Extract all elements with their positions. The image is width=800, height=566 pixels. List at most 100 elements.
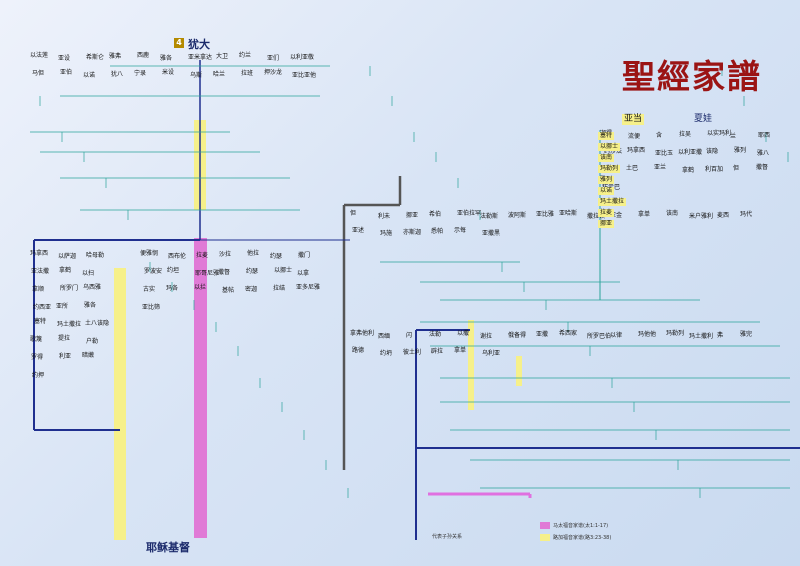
person-node: 以萨迦 (58, 253, 77, 260)
person-node: 利百加 (705, 166, 724, 173)
person-node: 暗嫩 (82, 352, 95, 359)
judah-name: 犹大 (188, 38, 210, 51)
person-node: 亚哈斯 (559, 210, 578, 217)
person-node: 以撒 (457, 330, 470, 337)
person-node: 希西家 (559, 330, 578, 337)
person-node: 撒门 (298, 252, 311, 259)
person-node: 但 (733, 165, 740, 172)
person-node: 弗 (717, 332, 724, 339)
person-node: 闪 (406, 332, 413, 339)
person-node: 含 (656, 132, 663, 139)
person-node: 玛勒列 (666, 330, 685, 337)
person-node: 拿单 (454, 347, 467, 354)
person-node: 耶哥尼雅 (195, 270, 220, 277)
legend-note: 代表子孙关系 (432, 534, 463, 540)
person-node: 乌斯 (190, 72, 203, 79)
eve-name: 夏娃 (694, 114, 713, 124)
person-node: 他拉 (247, 250, 260, 257)
person-node: 密迦 (245, 286, 258, 293)
person-node: 兰 (730, 133, 737, 140)
person-node: 哈母勒 (86, 252, 105, 259)
person-node: 玛他他 (638, 331, 657, 338)
person-node: 米设 (162, 69, 175, 76)
person-node: 但 (350, 210, 357, 217)
lineage-band (468, 320, 474, 410)
page-title: 聖經家譜 (622, 57, 762, 96)
person-node: 所罗巴伯 (587, 333, 612, 340)
generation-badge: 4 (174, 38, 184, 48)
person-node: 乌西雅 (83, 284, 102, 291)
person-node: 约沙法 (604, 148, 623, 155)
person-node: 亚伯拉罕 (457, 210, 482, 217)
person-node: 拉吴 (679, 131, 692, 138)
person-node: 犹八 (111, 71, 124, 78)
person-node: 拿鹤 (682, 167, 695, 174)
person-node: 便雅悯 (140, 250, 159, 257)
person-node: 以诺 (83, 72, 96, 79)
person-node: 该南 (666, 210, 679, 217)
person-node: 玛各 (166, 285, 179, 292)
seth-line-ancestor: 挪亚 (598, 220, 615, 228)
person-node: 亚撒 (536, 331, 549, 338)
person-node: 罗得 (31, 354, 44, 361)
person-node: 以挪士 (274, 267, 293, 274)
person-node: 古实 (143, 286, 156, 293)
seth-line-ancestor: 拉麦 (598, 209, 615, 217)
person-node: 亦斯迦 (403, 229, 422, 236)
person-node: 悉帕 (431, 228, 444, 235)
person-node: 波阿斯 (508, 212, 527, 219)
person-node: 基帖 (222, 287, 235, 294)
person-node: 亚比筛 (142, 304, 161, 311)
person-node: 以利亚敬 (290, 54, 315, 61)
person-node: 示每 (454, 227, 467, 234)
seth-line-ancestor: 雅列 (598, 176, 615, 184)
legend-swatch-luke (540, 534, 550, 541)
person-node: 玛土撒利 (689, 333, 714, 340)
person-node: 玛代 (740, 211, 753, 218)
person-node: 以利亚撒 (678, 149, 703, 156)
seth-line-ancestor: 该南 (598, 154, 615, 162)
person-node: 哈兰 (213, 71, 226, 78)
person-node: 流便 (628, 133, 641, 140)
person-node: 亚比雅 (536, 211, 555, 218)
person-node: 雅弗 (109, 53, 122, 60)
person-node: 沙拉 (219, 251, 232, 258)
person-node: 拉结 (273, 285, 286, 292)
person-node: 以拦 (194, 284, 207, 291)
person-node: 利亚 (59, 353, 72, 360)
person-node: 以实玛利 (707, 130, 732, 137)
person-node: 耶西 (758, 132, 771, 139)
person-node: 大卫 (216, 53, 229, 60)
seth-line-ancestor: 以诺 (598, 187, 615, 195)
person-node: 雅列 (734, 147, 747, 154)
person-node: 约坦 (167, 267, 180, 274)
person-node: 亚设 (58, 55, 71, 62)
person-node: 西鹿 (137, 52, 150, 59)
person-node: 玛土撒拉 (57, 321, 82, 328)
person-node: 以扫 (82, 270, 95, 277)
person-node: 俄备得 (508, 332, 527, 339)
person-node: 约西亚 (33, 304, 52, 311)
seth-line-ancestor: 塞特 (598, 132, 615, 140)
person-node: 路德 (352, 347, 365, 354)
person-node: 亚法撒 (31, 268, 50, 275)
person-node: 户勒 (86, 338, 99, 345)
person-node: 利未 (378, 213, 391, 220)
person-node: 土巴 (626, 165, 639, 172)
person-node: 米户雅利 (689, 213, 714, 220)
person-node: 法勒 (429, 331, 442, 338)
person-node: 罗波安 (144, 268, 163, 275)
person-node: 拉麦 (196, 252, 209, 259)
person-node: 雅完 (740, 331, 753, 338)
person-node: 约瑟 (270, 253, 283, 260)
person-node: 西布伦 (168, 253, 187, 260)
person-node: 拿顺 (32, 286, 45, 293)
person-node: 亚金 (610, 212, 623, 219)
legend-swatch-matthew (540, 522, 550, 529)
person-node: 所罗门 (60, 285, 79, 292)
legend-text-matthew: 马太福音家谱(太1:1-17) (553, 523, 609, 529)
person-node: 麦西 (717, 212, 730, 219)
person-node: 提拉 (58, 335, 71, 342)
